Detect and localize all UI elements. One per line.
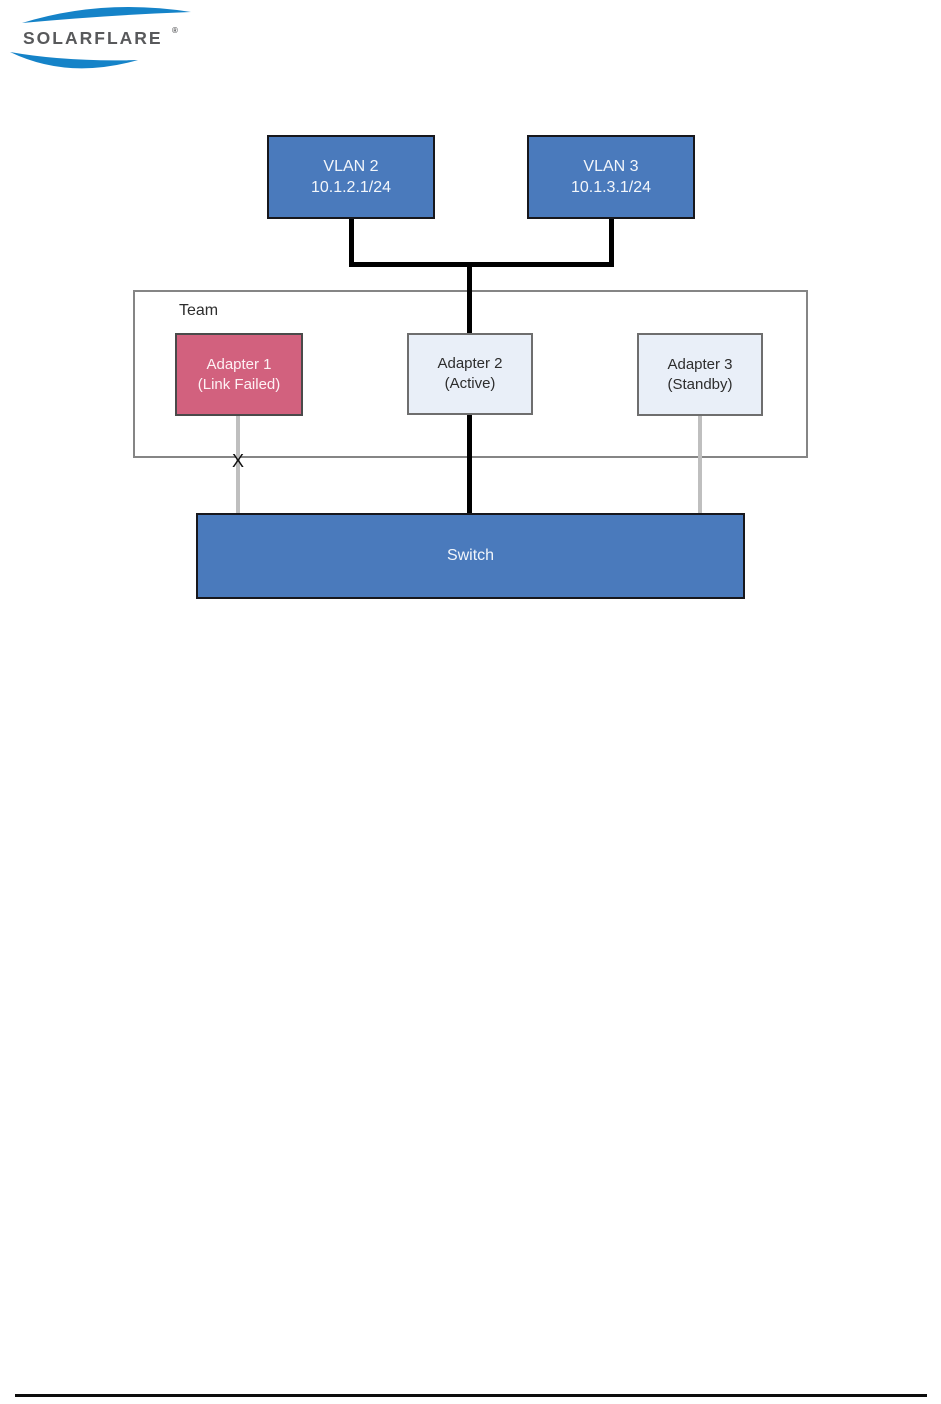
- adapter3-standby-box: Adapter 3 (Standby): [637, 333, 763, 416]
- vlan2-drop-line: [349, 218, 354, 267]
- adapter1-title: Adapter 1: [206, 355, 272, 373]
- vlan-junction-line: [349, 262, 614, 267]
- team-label: Team: [179, 302, 219, 319]
- adapter3-status: (Standby): [667, 375, 733, 393]
- adapter2-active-box: Adapter 2 (Active): [407, 333, 533, 415]
- adapter1-status: (Link Failed): [197, 375, 281, 393]
- adapter2-title: Adapter 2: [437, 355, 503, 372]
- adapter3-title: Adapter 3: [667, 355, 733, 373]
- switch-box: Switch: [196, 513, 745, 599]
- vlan2-box: VLAN 2 10.1.2.1/24: [267, 135, 435, 219]
- footer-divider: [15, 1394, 927, 1397]
- link-failed-x-mark: X: [231, 451, 244, 471]
- logo-swoosh-bottom-icon: [10, 52, 138, 69]
- solarflare-logo: SOLARFLARE ®: [10, 6, 191, 69]
- adapter2-status: (Active): [444, 375, 496, 392]
- vlan3-title: VLAN 3: [583, 158, 639, 175]
- logo-wordmark: SOLARFLARE: [23, 28, 163, 48]
- adapter3-to-switch-line: [698, 414, 702, 515]
- adapter1-to-switch-line: [236, 414, 240, 515]
- adapter1-link-failed-box: Adapter 1 (Link Failed): [175, 333, 303, 416]
- vlan3-subnet: 10.1.3.1/24: [570, 179, 652, 196]
- logo-registered-mark: ®: [172, 26, 178, 35]
- vlan2-title: VLAN 2: [323, 158, 379, 175]
- vlan3-box: VLAN 3 10.1.3.1/24: [527, 135, 695, 219]
- logo-swoosh-top-icon: [22, 6, 191, 23]
- junction-to-adapter2-line: [467, 262, 472, 335]
- adapter2-to-switch-line: [467, 413, 472, 515]
- switch-label: Switch: [446, 547, 495, 564]
- vlan3-drop-line: [609, 218, 614, 267]
- vlan2-subnet: 10.1.2.1/24: [310, 179, 392, 196]
